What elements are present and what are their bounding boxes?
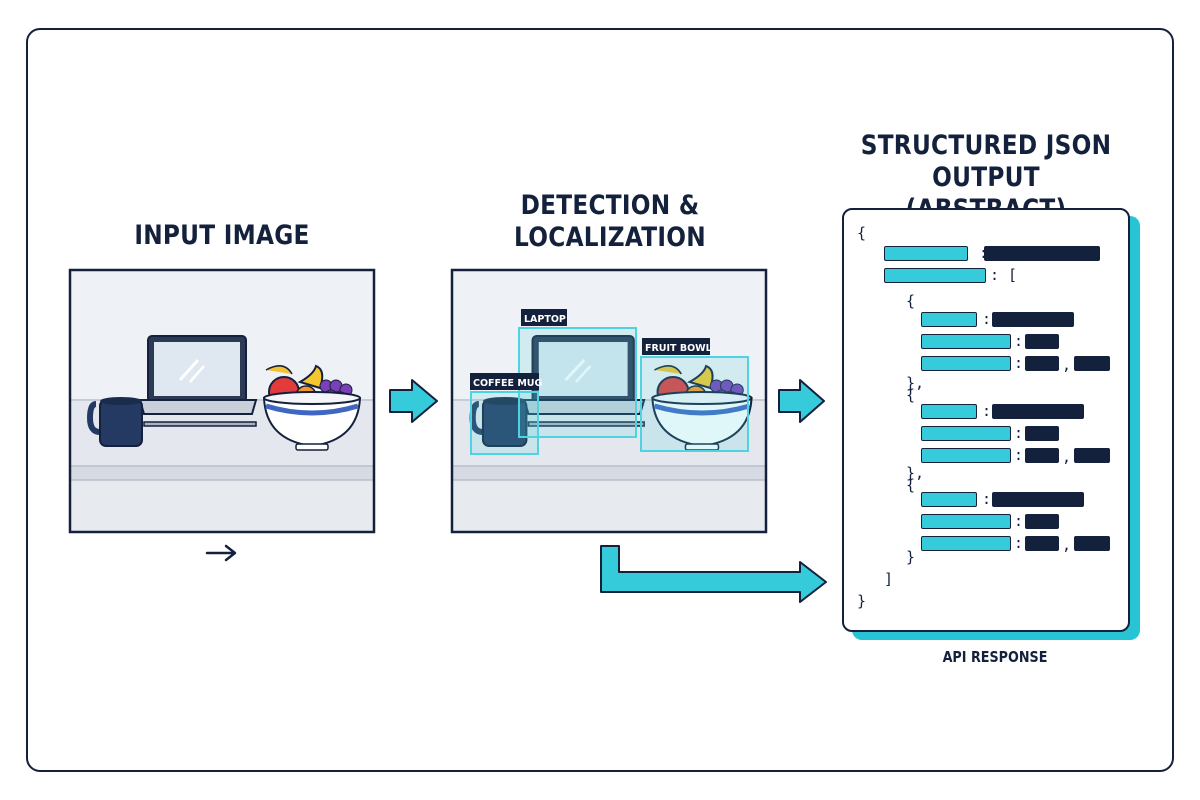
json-array-open: : [ bbox=[990, 266, 1018, 284]
json-colon: : bbox=[1014, 512, 1024, 530]
json-object-close: } bbox=[906, 548, 916, 566]
fruit-bowl-label: FRUIT BOWL bbox=[645, 343, 712, 354]
json-value-pill bbox=[992, 492, 1084, 507]
diagram-frame bbox=[26, 28, 1174, 772]
json-comma: , bbox=[1062, 448, 1072, 466]
json-colon: : bbox=[979, 244, 988, 262]
json-key-pill bbox=[921, 356, 1011, 371]
fruit-bowl-bounding-box bbox=[640, 356, 749, 452]
json-key-pill bbox=[921, 404, 977, 419]
json-value-pill bbox=[992, 312, 1074, 327]
laptop-label: LAPTOP bbox=[524, 314, 566, 325]
json-key-pill bbox=[884, 268, 986, 283]
input-image-title: INPUT IMAGE bbox=[134, 220, 310, 251]
arrow-elbow-to-json bbox=[600, 545, 827, 603]
json-object-close: }, bbox=[906, 374, 925, 392]
json-value-pill bbox=[1025, 536, 1059, 551]
json-key-pill bbox=[921, 514, 1011, 529]
json-colon: : bbox=[982, 490, 992, 508]
json-close-brace: } bbox=[857, 592, 867, 610]
json-object-open: { bbox=[906, 476, 916, 494]
json-key-pill bbox=[921, 426, 1011, 441]
json-value-pill bbox=[1025, 426, 1059, 441]
json-object-close: }, bbox=[906, 464, 925, 482]
api-response-caption: API RESPONSE bbox=[942, 648, 1048, 666]
json-value-pill bbox=[1025, 356, 1059, 371]
laptop-tag bbox=[521, 309, 567, 326]
arrow-input-to-detection bbox=[389, 379, 438, 423]
json-comma: , bbox=[1062, 536, 1072, 554]
json-array-close: ] bbox=[884, 570, 894, 588]
json-key-pill bbox=[884, 246, 968, 261]
json-colon: : bbox=[1014, 534, 1024, 552]
json-value-pill bbox=[1074, 356, 1110, 371]
json-colon: : bbox=[1014, 446, 1024, 464]
coffee-mug-label: COFFEE MUG bbox=[473, 378, 542, 389]
json-colon: : bbox=[1014, 332, 1024, 350]
mug-bounding-box bbox=[470, 391, 539, 455]
json-comma: , bbox=[1062, 356, 1072, 374]
json-value-pill bbox=[1074, 448, 1110, 463]
json-key-pill bbox=[921, 312, 977, 327]
json-colon: : bbox=[982, 402, 992, 420]
json-value-pill bbox=[1025, 448, 1059, 463]
coffee-mug-tag bbox=[470, 373, 539, 390]
json-value-pill bbox=[1025, 514, 1059, 529]
detection-title-line1: DETECTION & bbox=[520, 190, 700, 221]
json-value-pill bbox=[992, 404, 1084, 419]
fruit-bowl-tag bbox=[642, 338, 710, 355]
input-image-panel bbox=[68, 268, 376, 534]
detection-title-line2: LOCALIZATION bbox=[514, 222, 706, 253]
json-output-title-line1: STRUCTURED JSON OUTPUT bbox=[860, 130, 1112, 193]
json-value-pill bbox=[984, 246, 1100, 261]
json-key-pill bbox=[921, 492, 977, 507]
json-open-brace: { bbox=[857, 224, 867, 242]
detection-panel: LAPTOP FRUIT BOWL COFFEE MUG bbox=[450, 268, 768, 534]
json-value-pill bbox=[1025, 334, 1059, 349]
json-colon: : bbox=[1014, 424, 1024, 442]
json-key-pill bbox=[921, 334, 1011, 349]
json-key-pill bbox=[921, 448, 1011, 463]
json-object-open: { bbox=[906, 292, 916, 310]
json-colon: : bbox=[1014, 354, 1024, 372]
json-value-pill bbox=[1074, 536, 1110, 551]
json-key-pill bbox=[921, 536, 1011, 551]
json-colon: : bbox=[982, 310, 992, 328]
json-object-open: { bbox=[906, 386, 916, 404]
detection-title: DETECTION & LOCALIZATION bbox=[474, 190, 746, 254]
small-arrow-icon bbox=[205, 544, 237, 562]
arrow-detection-to-json bbox=[778, 379, 825, 423]
